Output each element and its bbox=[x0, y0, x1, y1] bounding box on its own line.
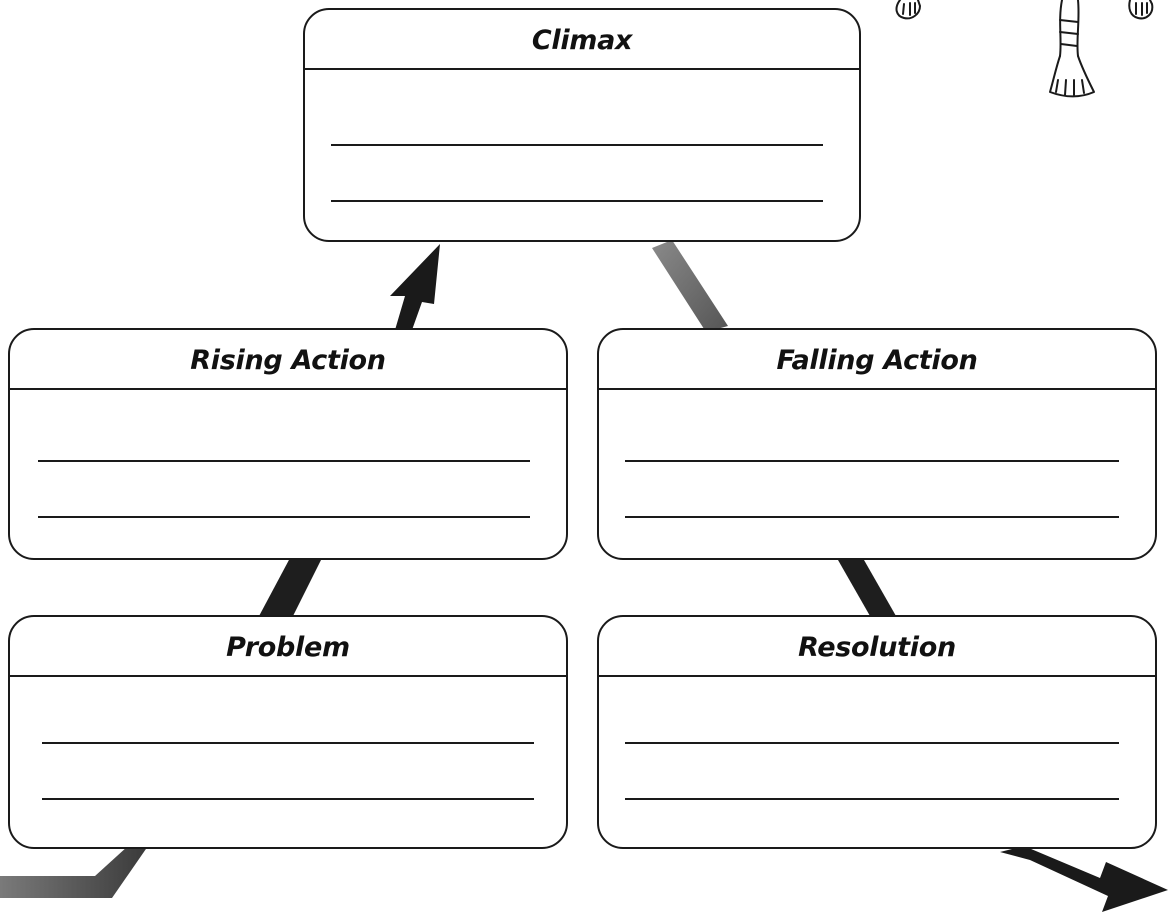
rising-action-divider bbox=[10, 388, 566, 390]
path-climax-to-falling bbox=[652, 240, 728, 332]
problem-title: Problem bbox=[226, 632, 350, 663]
resolution-divider bbox=[599, 675, 1155, 677]
arrow-up-icon bbox=[390, 244, 440, 330]
climax-write-line-2[interactable] bbox=[331, 200, 823, 202]
problem-box: Problem bbox=[8, 615, 568, 849]
rising-action-write-line-2[interactable] bbox=[38, 516, 530, 518]
resolution-write-line-1[interactable] bbox=[625, 742, 1119, 744]
falling-action-write-line-2[interactable] bbox=[625, 516, 1119, 518]
climax-box: Climax bbox=[303, 8, 861, 242]
rising-action-box: Rising Action bbox=[8, 328, 568, 560]
resolution-box: Resolution bbox=[597, 615, 1157, 849]
falling-action-divider bbox=[599, 388, 1155, 390]
rising-action-write-line-1[interactable] bbox=[38, 460, 530, 462]
rising-action-title: Rising Action bbox=[190, 345, 386, 376]
problem-write-line-2[interactable] bbox=[42, 798, 534, 800]
falling-action-title: Falling Action bbox=[776, 345, 978, 376]
climax-title: Climax bbox=[531, 25, 633, 56]
climax-divider bbox=[305, 68, 859, 70]
problem-write-line-1[interactable] bbox=[42, 742, 534, 744]
resolution-write-line-2[interactable] bbox=[625, 798, 1119, 800]
arrow-right-icon bbox=[1000, 846, 1168, 912]
resolution-title: Resolution bbox=[798, 632, 956, 663]
entry-path-segment bbox=[0, 846, 148, 898]
path-problem-to-rising bbox=[258, 558, 322, 618]
climax-write-line-1[interactable] bbox=[331, 144, 823, 146]
path-falling-to-resolution bbox=[838, 560, 896, 616]
falling-action-box: Falling Action bbox=[597, 328, 1157, 560]
problem-divider bbox=[10, 675, 566, 677]
falling-action-write-line-1[interactable] bbox=[625, 460, 1119, 462]
character-doodle-icon bbox=[895, 0, 1154, 98]
